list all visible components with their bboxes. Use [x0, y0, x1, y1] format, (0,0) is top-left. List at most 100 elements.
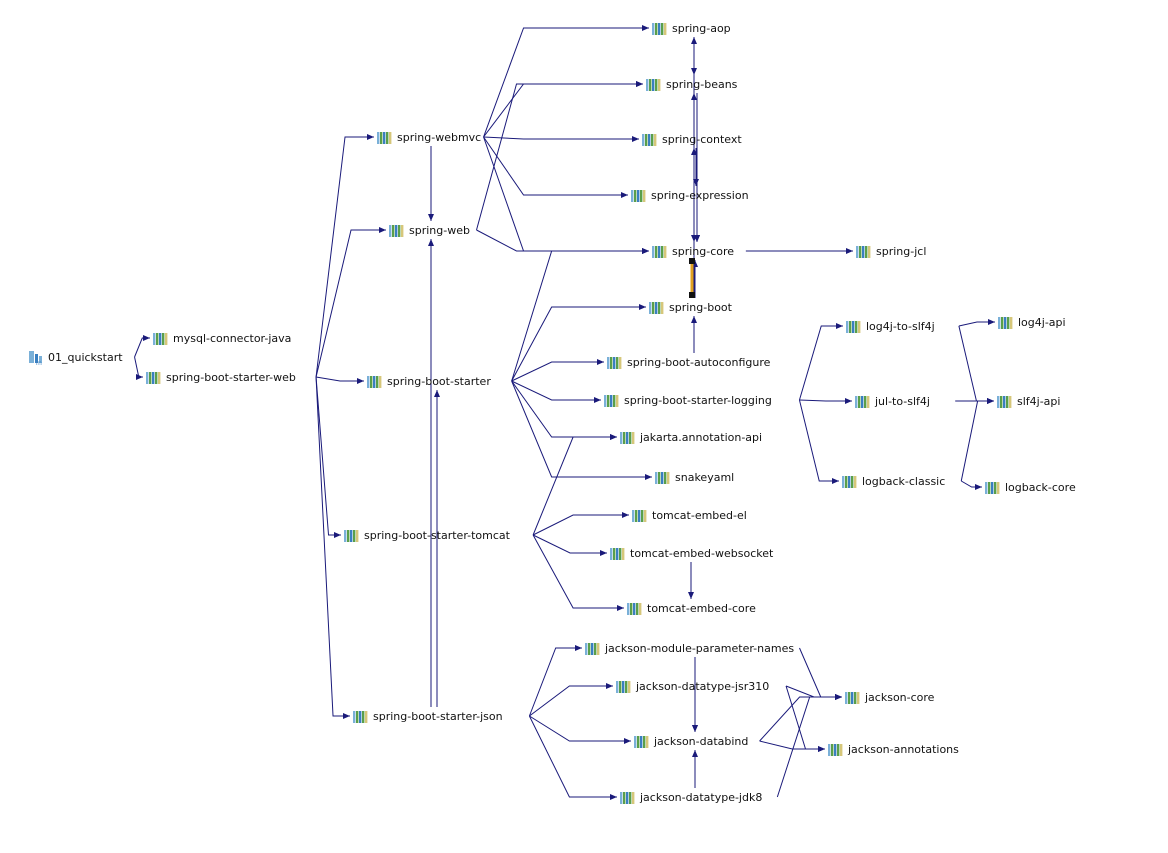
edge-sbsweb-to-webmvc	[315, 134, 374, 378]
node-mysql[interactable]: mysql-connector-java	[153, 330, 291, 346]
node-label: jul-to-slf4j	[875, 394, 930, 408]
node-tel[interactable]: tomcat-embed-el	[632, 507, 747, 523]
edge-sbstarter-to-core	[511, 248, 649, 382]
node-jmpn[interactable]: jackson-module-parameter-names	[585, 640, 794, 656]
edge-tomcat-to-tws	[532, 534, 607, 556]
node-label: logback-core	[1005, 480, 1076, 494]
jar-library-icon	[344, 529, 359, 542]
jar-library-icon	[146, 371, 161, 384]
node-core[interactable]: spring-core	[652, 243, 734, 259]
node-log4jslf[interactable]: log4j-to-slf4j	[846, 318, 935, 334]
node-context[interactable]: spring-context	[642, 131, 742, 147]
node-sbstarter[interactable]: spring-boot-starter	[367, 373, 491, 389]
node-label: tomcat-embed-websocket	[630, 546, 774, 560]
edge-jsr310-to-jcore	[785, 685, 842, 700]
jar-library-icon	[632, 509, 647, 522]
jar-library-icon	[998, 316, 1013, 329]
node-logback[interactable]: logback-classic	[842, 473, 945, 489]
node-label: spring-boot-starter-logging	[624, 393, 772, 407]
node-autoconf[interactable]: spring-boot-autoconfigure	[607, 354, 770, 370]
jar-library-icon	[377, 131, 392, 144]
edge-databind-to-jann	[759, 740, 825, 752]
edge-tomcat-to-jakarta	[532, 434, 617, 536]
node-logging[interactable]: spring-boot-starter-logging	[604, 392, 772, 408]
edge-webmvc-to-expression	[483, 136, 628, 198]
node-label: spring-boot-starter-json	[373, 709, 503, 723]
jar-library-icon	[652, 22, 667, 35]
node-label: jackson-annotations	[848, 742, 959, 756]
jar-library-icon	[620, 431, 635, 444]
node-label: tomcat-embed-el	[652, 508, 747, 522]
edge-tomcat-to-tcore	[532, 534, 624, 611]
node-jul[interactable]: jul-to-slf4j	[855, 393, 930, 409]
node-jcore[interactable]: jackson-core	[845, 689, 934, 705]
edge-sbsweb-to-tomcat	[315, 376, 341, 538]
jar-library-icon	[634, 735, 649, 748]
jar-library-icon	[652, 245, 667, 258]
edge-webmvc-to-context	[483, 136, 639, 142]
jar-library-icon	[846, 320, 861, 333]
jar-library-icon	[845, 691, 860, 704]
node-json[interactable]: spring-boot-starter-json	[353, 708, 503, 724]
edge-sbsweb-to-web	[315, 227, 386, 378]
node-web[interactable]: spring-web	[389, 222, 470, 238]
node-snakeyaml[interactable]: snakeyaml	[655, 469, 734, 485]
jar-library-icon	[842, 475, 857, 488]
node-label: spring-beans	[666, 77, 738, 91]
node-label: spring-boot	[669, 300, 732, 314]
node-jsr310[interactable]: jackson-datatype-jsr310	[616, 678, 769, 694]
selection-handle-bottom[interactable]	[689, 292, 695, 298]
jar-library-icon	[153, 332, 168, 345]
node-label: spring-boot-autoconfigure	[627, 355, 771, 369]
node-label: spring-jcl	[876, 244, 927, 258]
edge-log4jslf-to-slf4j	[958, 325, 994, 404]
edge-logging-to-log4jslf	[798, 323, 843, 401]
node-tomcat[interactable]: spring-boot-starter-tomcat	[344, 527, 510, 543]
node-tws[interactable]: tomcat-embed-websocket	[610, 545, 773, 561]
node-expression[interactable]: spring-expression	[631, 187, 749, 203]
node-label: spring-core	[672, 244, 735, 258]
node-boot[interactable]: spring-boot	[649, 299, 732, 315]
node-label: spring-context	[662, 132, 742, 146]
edge-sbstarter-to-snakeyaml	[511, 380, 652, 480]
node-tcore[interactable]: tomcat-embed-core	[627, 600, 756, 616]
node-label: jackson-datatype-jdk8	[640, 790, 763, 804]
node-aop[interactable]: spring-aop	[652, 20, 731, 36]
node-jann[interactable]: jackson-annotations	[828, 741, 959, 757]
edge-sbsweb-to-json	[315, 376, 350, 719]
edge-log4jslf-to-log4japi	[958, 319, 995, 327]
node-jakarta[interactable]: jakarta.annotation-api	[620, 429, 762, 445]
node-log4japi[interactable]: log4j-api	[998, 314, 1066, 330]
maven-module-icon: m	[29, 350, 42, 365]
node-label: jackson-core	[865, 690, 935, 704]
node-label: spring-boot-starter	[387, 374, 491, 388]
edge-sbstarter-to-autoconf	[511, 359, 604, 382]
node-jcl[interactable]: spring-jcl	[856, 243, 926, 259]
edge-quickstart-to-mysql	[134, 335, 150, 358]
jar-library-icon	[646, 78, 661, 91]
node-beans[interactable]: spring-beans	[646, 76, 737, 92]
node-slf4j[interactable]: slf4j-api	[997, 393, 1060, 409]
node-webmvc[interactable]: spring-webmvc	[377, 129, 481, 145]
edge-logging-to-logback	[798, 399, 839, 484]
node-label: spring-boot-starter-web	[166, 370, 296, 384]
node-label: spring-web	[409, 223, 470, 237]
jar-library-icon	[620, 791, 635, 804]
jar-library-icon	[985, 481, 1000, 494]
node-label: slf4j-api	[1017, 394, 1061, 408]
edge-webmvc-to-aop	[483, 25, 649, 138]
edge-webmvc-to-beans	[483, 81, 643, 138]
node-sbsweb[interactable]: spring-boot-starter-web	[146, 369, 296, 385]
node-jdk8[interactable]: jackson-datatype-jdk8	[620, 789, 762, 805]
selection-handle-top[interactable]	[689, 258, 695, 264]
jar-library-icon	[655, 471, 670, 484]
edge-sbstarter-to-boot	[511, 304, 646, 382]
edge-json-to-jdk8	[528, 715, 617, 800]
node-logbackcore[interactable]: logback-core	[985, 479, 1076, 495]
edge-webmvc-to-core	[483, 136, 649, 254]
node-databind[interactable]: jackson-databind	[634, 733, 748, 749]
edge-jmpn-to-jcore	[799, 647, 842, 700]
node-label: spring-aop	[672, 21, 731, 35]
